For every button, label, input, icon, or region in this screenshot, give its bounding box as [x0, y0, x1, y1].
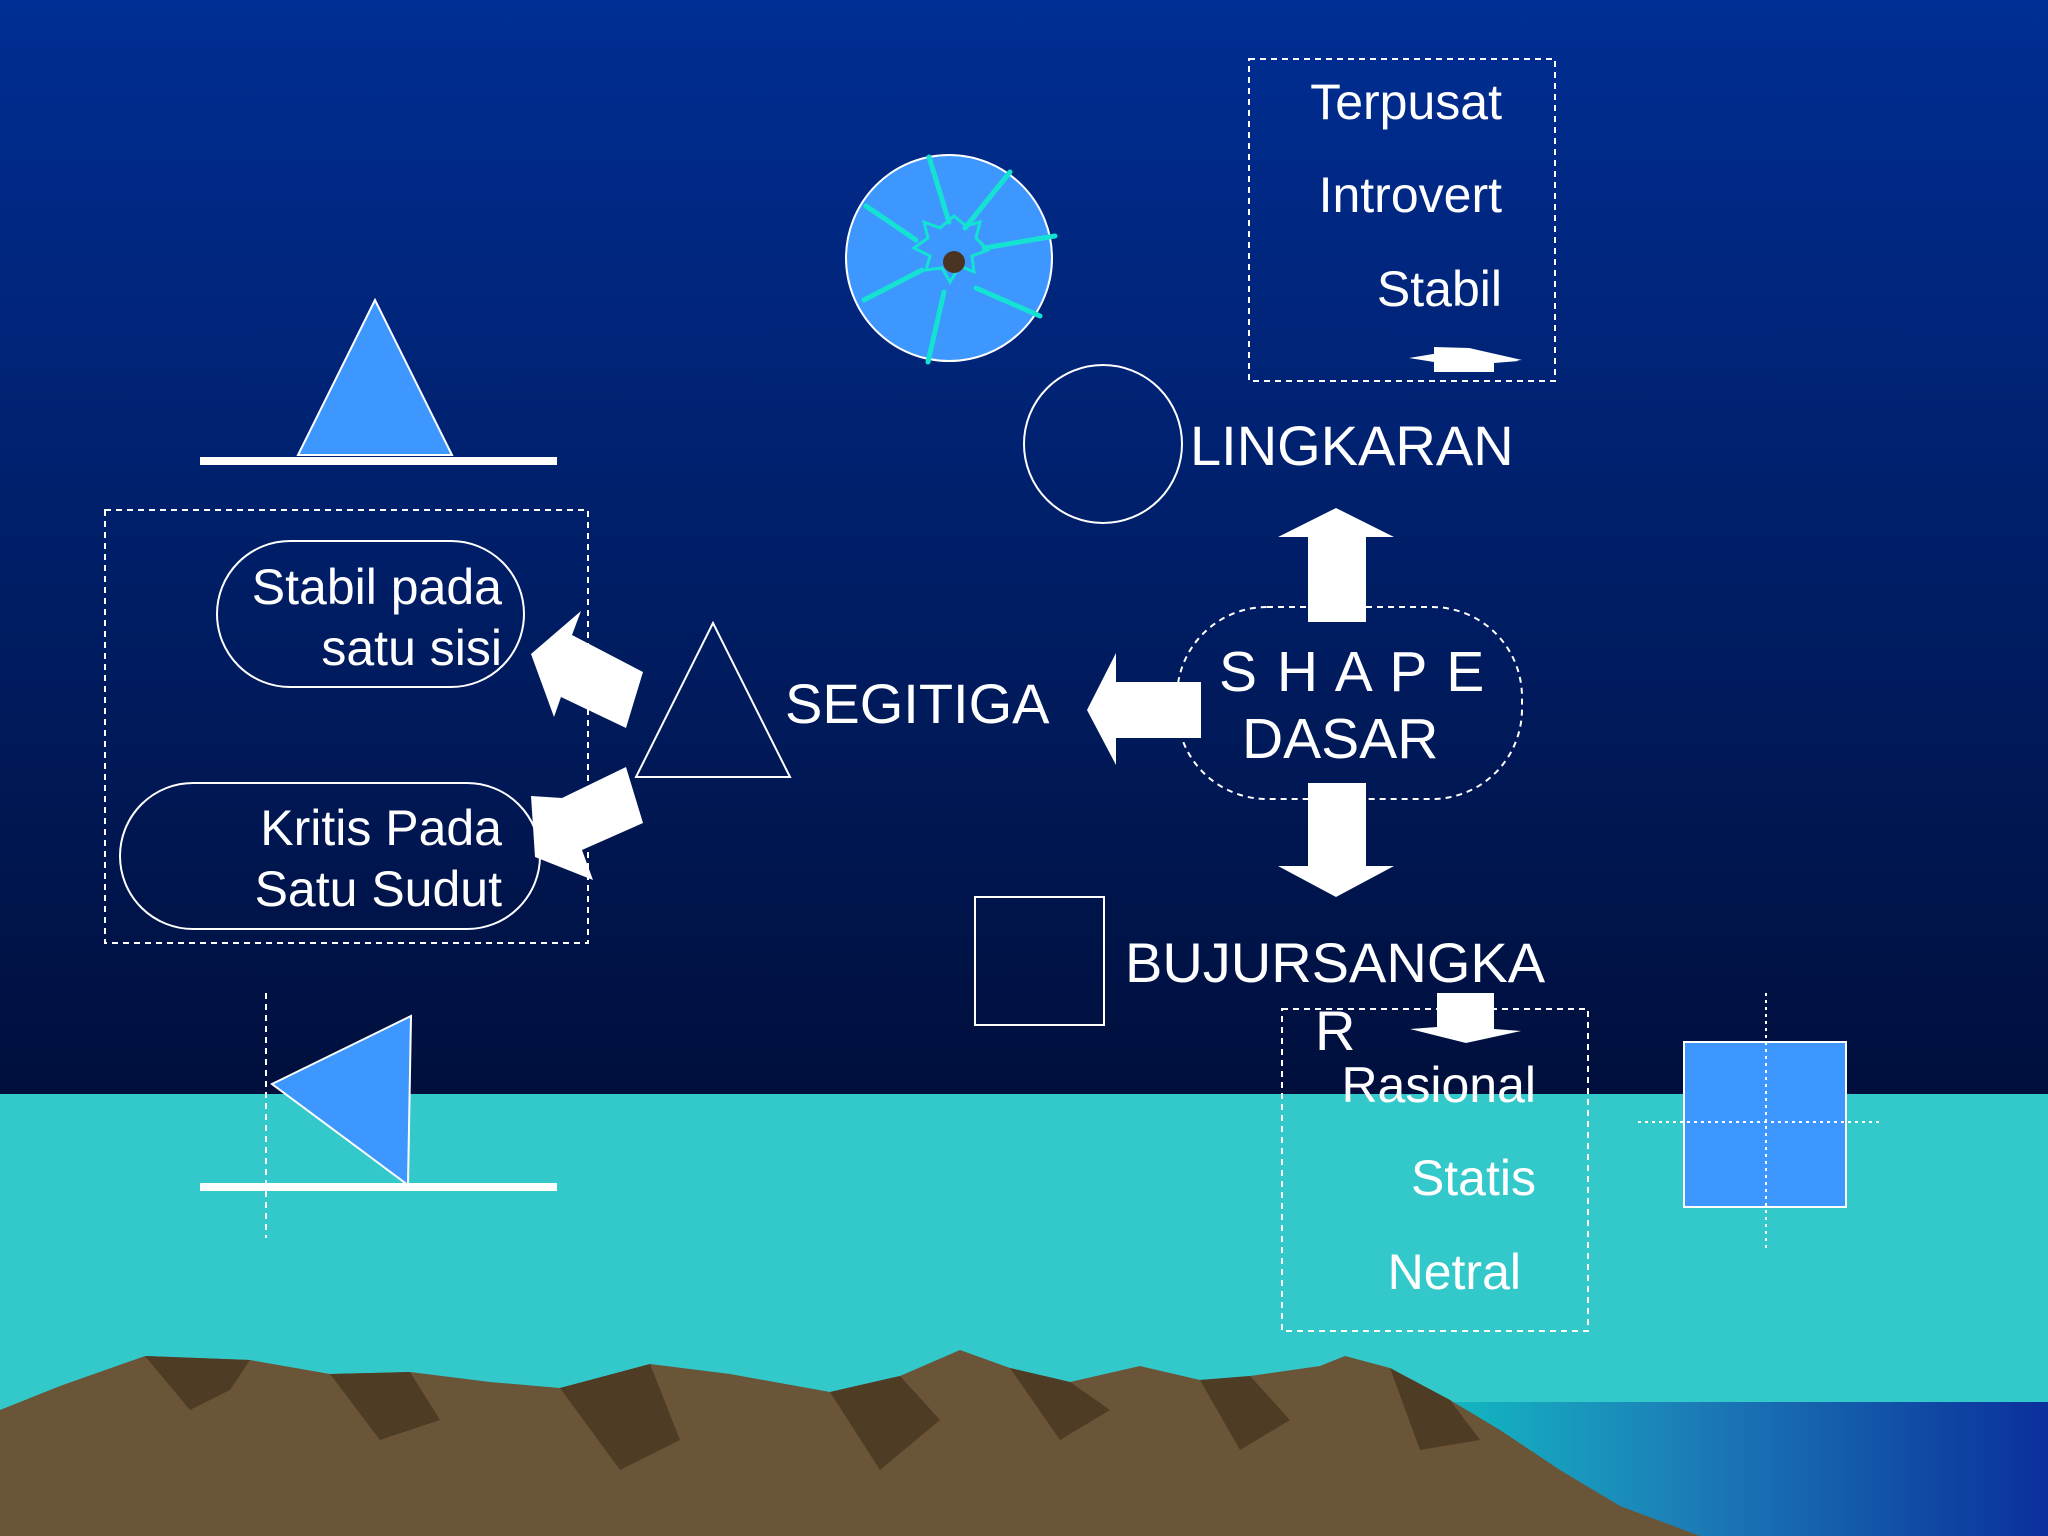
center-label-line1: S H A P E: [1219, 640, 1487, 704]
lingkaran-trait-1: Terpusat: [1310, 74, 1502, 130]
mountain-shadows: [145, 1356, 1480, 1470]
bujursangkar-outline-shape: [974, 896, 1105, 1026]
segitiga-traits-box: [104, 509, 589, 944]
square-blue-shape: [1683, 1041, 1847, 1208]
bujursangkar-traits-box: [1281, 1008, 1589, 1332]
lingkaran-label: LINGKARAN: [1190, 414, 1514, 477]
segitiga-label: SEGITIGA: [785, 672, 1050, 735]
arrow-to-kritis-icon: [531, 767, 643, 880]
triangle-tilted-shape: [270, 1014, 413, 1187]
radiating-lines: [861, 154, 1058, 365]
lingkaran-outline-shape: [1023, 364, 1183, 524]
segitiga-trait-b-line1: Kritis Pada: [260, 800, 502, 856]
center-label-line2: DASAR: [1242, 707, 1439, 771]
center-dot-icon: [943, 251, 965, 273]
lingkaran-trait-3: Stabil: [1376, 261, 1502, 317]
bujursangkar-label-line2: R: [1315, 999, 1356, 1062]
segitiga-outline-shape: [634, 620, 792, 778]
segitiga-trait-b-line2: Satu Sudut: [254, 861, 502, 917]
arrow-down-icon: [1278, 783, 1394, 897]
bujursangkar-trait-2: Statis: [1410, 1150, 1536, 1206]
triangle-upright-shape: [296, 297, 454, 456]
arrow-up-icon: [1278, 508, 1394, 622]
bujursangkar-trait-1: Rasional: [1341, 1057, 1536, 1113]
arrow-to-stabil-icon: [531, 611, 643, 728]
sky-background: [0, 0, 2048, 1094]
arrow-up-small-head-icon: [1409, 348, 1522, 372]
trait-stabil-pill: [216, 540, 525, 688]
lingkaran-trait-2: Introvert: [1318, 167, 1502, 223]
starburst-icon: [911, 214, 991, 285]
arrow-left-icon: [1087, 653, 1201, 765]
segitiga-trait-a-line2: satu sisi: [321, 620, 502, 676]
bujursangkar-label-line1: BUJURSANGKA: [1125, 931, 1546, 994]
lingkaran-traits-box: [1248, 58, 1556, 382]
segitiga-trait-a-line1: Stabil pada: [251, 559, 502, 615]
bujursangkar-trait-3: Netral: [1387, 1244, 1521, 1300]
arrow-down-small-icon: [1410, 993, 1521, 1043]
